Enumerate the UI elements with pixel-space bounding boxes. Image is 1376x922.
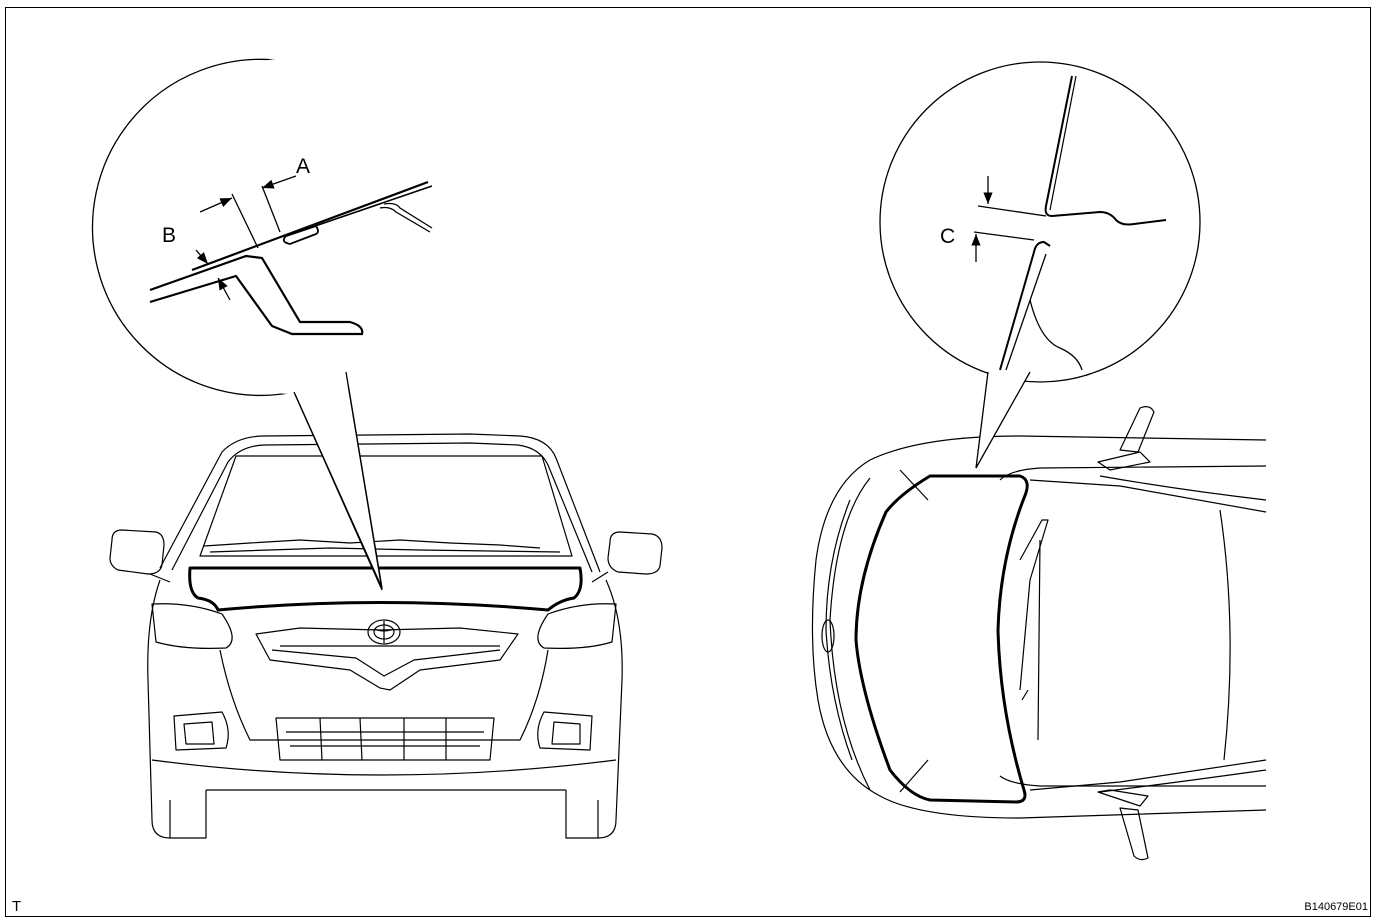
left-detail-callout xyxy=(91,58,463,591)
label-a: A xyxy=(296,155,310,178)
figure-code: B140679E01 xyxy=(1304,901,1368,913)
front-view-car xyxy=(109,433,663,839)
label-c: C xyxy=(940,225,955,248)
figure-frame xyxy=(5,7,1371,917)
label-b: B xyxy=(162,224,176,247)
corner-mark: T xyxy=(12,898,22,915)
top-view-car xyxy=(811,406,1267,861)
right-detail-callout xyxy=(879,61,1201,469)
